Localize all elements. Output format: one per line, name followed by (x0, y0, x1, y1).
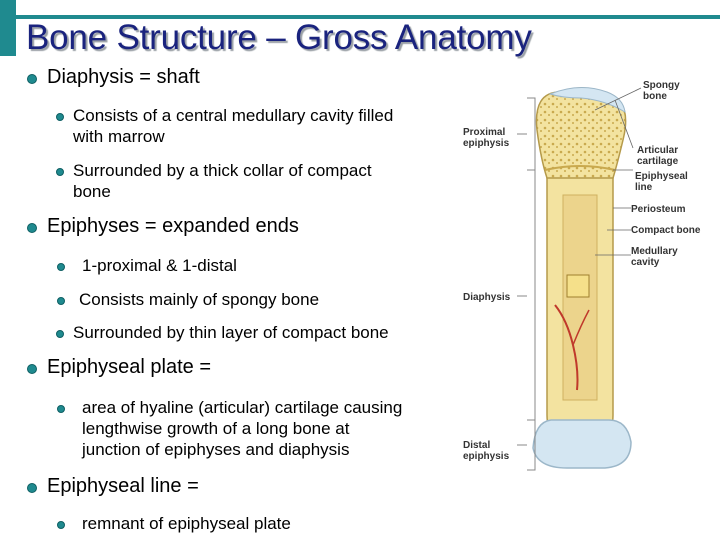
label-compact-bone: Compact bone (631, 225, 701, 236)
sub-bullet-line: Consists mainly of spongy bone (79, 290, 320, 309)
bullet-dot-icon (57, 405, 65, 413)
bullet-dot-icon (57, 297, 65, 305)
sub-bullet-remnant: remnant of epiphyseal plate (57, 513, 291, 534)
marrow-plug (566, 274, 590, 298)
bullet-text: Epiphyseal plate = (47, 356, 212, 378)
bullet-text: Epiphyses = expanded ends (47, 215, 299, 237)
bullet-dot-icon (57, 521, 65, 529)
sub-bullet-spongy: Consists mainly of spongy bone (57, 289, 320, 310)
sub-bullet-proximal-distal: 1-proximal & 1-distal (57, 255, 237, 276)
sub-bullet-line: with marrow (73, 127, 165, 146)
sub-bullet-line: junction of epiphyses and diaphysis (82, 440, 350, 459)
bullet-dot-icon (27, 74, 37, 84)
long-bone-illustration (517, 87, 642, 471)
bullet-dot-icon (57, 263, 65, 271)
sub-bullet-line: remnant of epiphyseal plate (82, 514, 291, 533)
sub-bullet-line: Surrounded by a thick collar of compact (73, 161, 372, 180)
bullet-epiphyses: Epiphyses = expanded ends (27, 215, 299, 238)
sub-bullet-line: 1-proximal & 1-distal (82, 256, 237, 275)
sub-bullet-line: bone (73, 182, 111, 201)
bullet-text: Epiphyseal line = (47, 475, 199, 497)
sub-bullet-thin-layer: Surrounded by thin layer of compact bone (56, 322, 389, 343)
sub-bullet-medullary: Consists of a central medullary cavity f… (56, 105, 394, 147)
label-diaphysis: Diaphysis (463, 292, 511, 303)
bullet-dot-icon (56, 330, 64, 338)
diaphysis-bracket (527, 169, 536, 421)
sub-bullet-line: Consists of a central medullary cavity f… (73, 106, 394, 125)
label-periosteum: Periosteum (631, 204, 686, 215)
bullet-text: Diaphysis = shaft (47, 66, 200, 88)
articular-cartilage-shape (548, 87, 626, 113)
bullet-dot-icon (56, 113, 64, 121)
bullet-dot-icon (27, 223, 37, 233)
distal-epiphysis-shape (532, 419, 632, 469)
accent-bar (0, 0, 16, 56)
bullet-dot-icon (27, 364, 37, 374)
blood-vessel (572, 309, 590, 346)
bullet-diaphysis: Diaphysis = shaft (27, 66, 200, 89)
sub-bullet-line: area of hyaline (articular) cartilage ca… (82, 398, 403, 417)
bullet-epiphyseal-line: Epiphyseal line = (27, 475, 199, 498)
sub-bullet-compact-collar: Surrounded by a thick collar of compact … (56, 160, 372, 202)
bullet-dot-icon (56, 168, 64, 176)
distal-bracket (527, 419, 536, 471)
accent-line (16, 15, 720, 19)
bullet-dot-icon (27, 483, 37, 493)
bullet-epiphyseal-plate: Epiphyseal plate = (27, 356, 212, 379)
sub-bullet-line: lengthwise growth of a long bone at (82, 419, 350, 438)
epiphyseal-line-shape (544, 165, 616, 171)
sub-bullet-hyaline: area of hyaline (articular) cartilage ca… (57, 397, 403, 460)
proximal-bracket (527, 97, 536, 171)
slide-title: Bone Structure – Gross Anatomy (26, 18, 532, 57)
sub-bullet-line: Surrounded by thin layer of compact bone (73, 323, 389, 342)
